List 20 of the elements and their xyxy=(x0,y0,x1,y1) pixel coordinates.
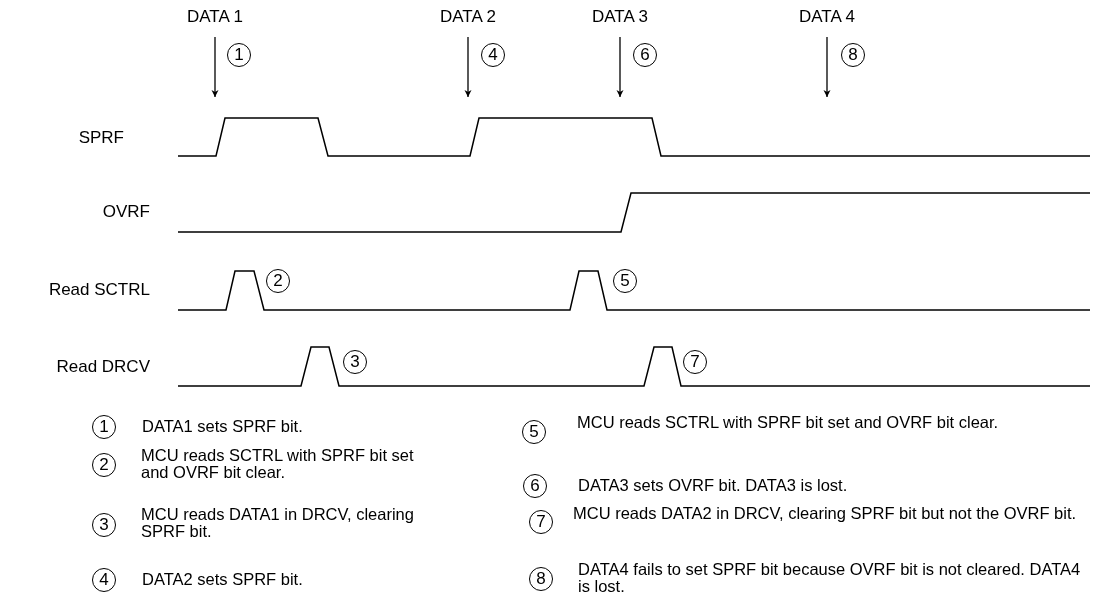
arrow xyxy=(211,36,219,98)
data-label: DATA 3 xyxy=(592,8,649,27)
note-text: DATA1 sets SPRF bit. xyxy=(142,418,304,435)
note-text: DATA4 fails to set SPRF bit because OVRF bit is not cleared. DATA4 is lost. xyxy=(578,561,1082,595)
note-text: MCU reads DATA1 in DRCV, clearing SPRF bit. xyxy=(141,506,415,540)
signal-name: Read SCTRL xyxy=(47,280,150,300)
arrow xyxy=(823,36,831,98)
arrow xyxy=(616,36,624,98)
data-label: DATA 1 xyxy=(187,8,244,27)
note-text: MCU reads SCTRL with SPRF bit set and OVRF bit clear. xyxy=(577,414,1000,431)
signal-name: Read DRCV xyxy=(55,357,150,377)
note-text: MCU reads DATA2 in DRCV, clearing SPRF bit but not the OVRF bit. xyxy=(573,505,1078,522)
arrow xyxy=(464,36,472,98)
note-text: DATA2 sets SPRF bit. xyxy=(142,571,304,588)
signal-name: SPRF xyxy=(77,128,124,148)
note-text: MCU reads SCTRL with SPRF bit set and OVRF bit clear. xyxy=(141,447,415,481)
data-label: DATA 4 xyxy=(799,8,856,27)
data-label: DATA 2 xyxy=(440,8,497,27)
note-text: DATA3 sets OVRF bit. DATA3 is lost. xyxy=(578,477,849,494)
signal-name: OVRF xyxy=(101,202,150,222)
